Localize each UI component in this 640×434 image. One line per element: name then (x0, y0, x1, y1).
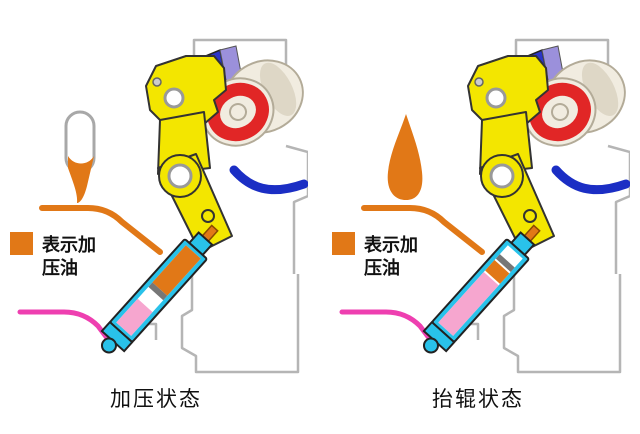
lever-bolt (474, 77, 484, 87)
legend-label-line1: 表示加 (42, 234, 96, 255)
lever-upper-pivot (163, 87, 185, 109)
piston (148, 282, 168, 301)
lever-pivot (489, 163, 515, 189)
pressure-oil-pipe (39, 205, 163, 255)
caption-pressurized: 加压状态 (110, 387, 202, 411)
oil-chamber (152, 245, 201, 296)
caption-lifted: 抬辊状态 (432, 387, 524, 411)
legend: 表示加 压油 (10, 232, 96, 278)
lever-bolt (152, 77, 162, 87)
return-line (339, 309, 435, 345)
legend-label-line2: 压油 (364, 257, 400, 278)
roller (523, 59, 626, 147)
return-line (17, 309, 113, 345)
lower-chamber (116, 298, 153, 336)
lower-chamber (438, 271, 499, 336)
blue-pipe (551, 165, 630, 195)
roller-red-band (529, 82, 591, 142)
oil-indicator-flame (387, 114, 423, 200)
hydraulic-cylinder (100, 224, 219, 354)
cylinder-foot (100, 337, 117, 354)
lever-upper-pivot (485, 87, 507, 109)
oil-indicator-bulb (64, 110, 96, 203)
legend-label-line2: 压油 (42, 257, 78, 278)
legend-swatch (10, 232, 33, 255)
legend: 表示加 压油 (332, 232, 418, 278)
roller-red-band (207, 82, 269, 142)
press-lever (467, 55, 555, 253)
legend-label-line1: 表示加 (364, 234, 418, 255)
hydraulic-cylinder (422, 224, 541, 354)
pressure-oil-pipe (361, 205, 485, 255)
piston (495, 254, 515, 272)
legend-swatch (332, 232, 355, 255)
press-lever (145, 55, 233, 253)
diagram-pressurized-panel: 表示加 压油 加压状态 (10, 38, 308, 411)
lever-hole (201, 209, 215, 223)
diagram-lifted-panel: 表示加 压油 抬辊状态 (332, 38, 630, 411)
lever-pivot (167, 163, 193, 189)
oil-chamber (485, 260, 510, 284)
blue-pipe (229, 165, 308, 195)
lever-hole (523, 209, 537, 223)
cylinder-foot (422, 337, 439, 354)
